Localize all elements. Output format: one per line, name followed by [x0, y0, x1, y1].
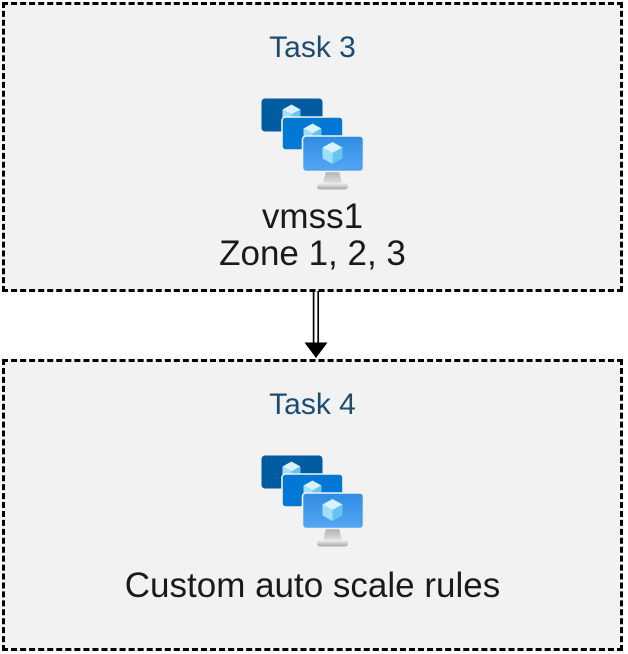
monitor-stand-base: [316, 183, 348, 190]
arrowhead-icon: [304, 342, 328, 358]
task-3-title: Task 3: [269, 31, 356, 64]
flow-arrow: [304, 291, 328, 358]
front-monitor: [301, 135, 364, 190]
monitor-stand-neck: [322, 171, 342, 184]
front-monitor: [301, 492, 364, 547]
task-4-caption: Custom auto scale rules: [125, 567, 500, 604]
monitor-stand-base: [316, 540, 348, 547]
task-3-caption: vmss1 Zone 1, 2, 3: [219, 198, 406, 272]
vm-scale-sets-icon: [261, 98, 364, 190]
vm-scale-sets-icon: [261, 455, 364, 547]
autoscale-rules-label: Custom auto scale rules: [124, 566, 501, 605]
task-4-box: Task 4 Cu: [2, 359, 623, 651]
vmss-zones-label: Zone 1, 2, 3: [219, 234, 406, 273]
task-4-title: Task 4: [269, 388, 356, 421]
task-3-box: Task 3: [2, 2, 623, 292]
monitor-stand-neck: [322, 528, 342, 541]
vmss-name-label: vmss1: [261, 197, 364, 236]
